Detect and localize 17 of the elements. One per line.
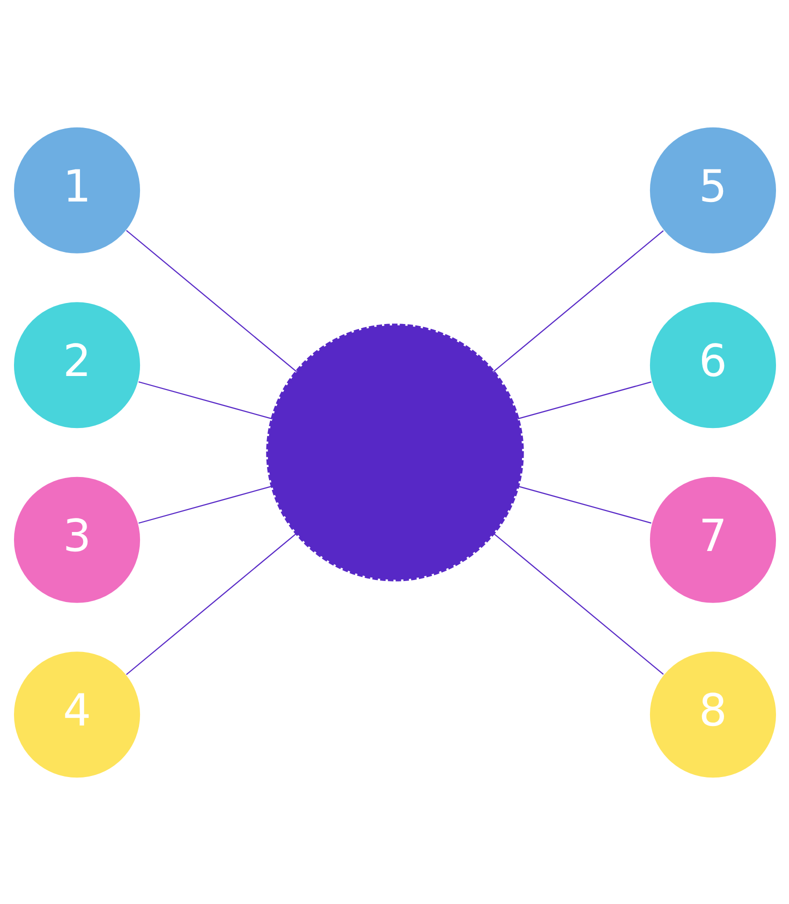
connector bbox=[126, 230, 296, 372]
node-circle: 8 bbox=[648, 650, 777, 778]
connector bbox=[492, 532, 664, 674]
node-circle: 5 bbox=[648, 126, 777, 254]
node-circle: 2 bbox=[12, 300, 141, 429]
connector bbox=[517, 485, 651, 524]
node-circle bbox=[266, 323, 524, 581]
node-circle: 7 bbox=[648, 475, 777, 604]
node-circle: 4 bbox=[12, 650, 141, 778]
connector bbox=[492, 230, 664, 372]
connector bbox=[138, 380, 272, 419]
connector bbox=[138, 485, 272, 524]
node-circle: 1 bbox=[12, 126, 141, 254]
node-circle: 3 bbox=[12, 475, 141, 604]
node-circle: 6 bbox=[648, 300, 777, 429]
connector bbox=[126, 532, 296, 674]
connector bbox=[517, 380, 651, 419]
